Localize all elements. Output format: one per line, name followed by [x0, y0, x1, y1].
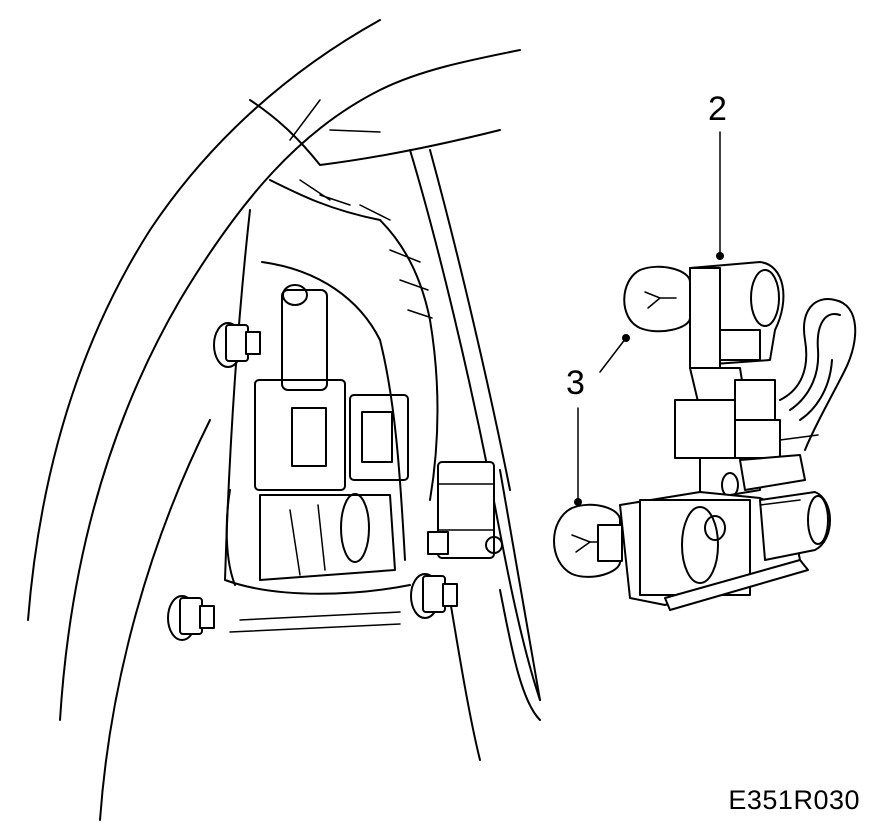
- bulb-holder-assembly: [619, 261, 857, 611]
- wiring-clip: [427, 461, 503, 559]
- nut-lower-right: [410, 573, 458, 619]
- callout-bulb-holder: 2: [708, 90, 727, 128]
- callout-bulbs: 3: [566, 364, 585, 402]
- nut-lower-left: [167, 595, 215, 641]
- upper-bulb: [623, 265, 691, 333]
- body-panel-outline: [27, 19, 541, 821]
- figure-code: E351R030: [728, 785, 860, 815]
- lower-bulb: [553, 503, 623, 578]
- lamp-housing-internals: [225, 284, 409, 586]
- nut-upper-left: [213, 322, 261, 368]
- lamp-cavity: [224, 179, 439, 633]
- leader-lines: [574, 131, 724, 506]
